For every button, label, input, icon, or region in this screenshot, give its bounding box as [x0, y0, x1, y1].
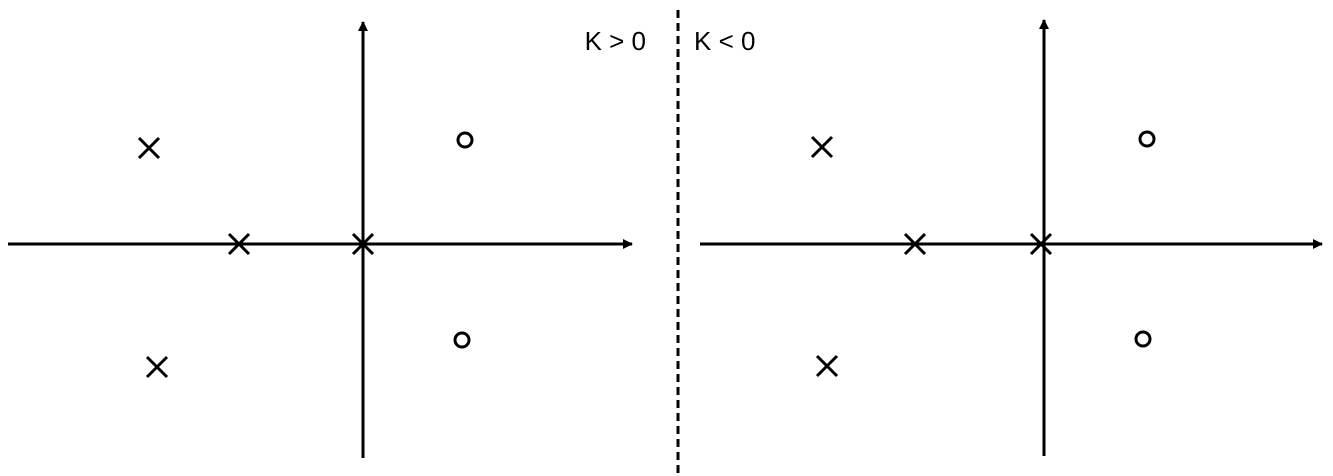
- pole-marker: [1029, 232, 1053, 256]
- pole-marker: [810, 135, 834, 159]
- zero-marker: [456, 131, 474, 149]
- pole-marker: [227, 232, 251, 256]
- left-panel-label: K > 0: [585, 26, 646, 56]
- pole-marker: [145, 355, 169, 379]
- pole-marker: [815, 354, 839, 378]
- right-panel-label: K < 0: [694, 26, 755, 56]
- zero-marker: [453, 331, 471, 349]
- pole-marker: [903, 232, 927, 256]
- zero-marker: [1134, 330, 1152, 348]
- zero-marker: [1138, 130, 1156, 148]
- left-panel: K > 0: [8, 21, 646, 458]
- right-panel: K < 0: [694, 19, 1323, 456]
- pole-marker: [351, 232, 375, 256]
- pole-marker: [137, 136, 161, 160]
